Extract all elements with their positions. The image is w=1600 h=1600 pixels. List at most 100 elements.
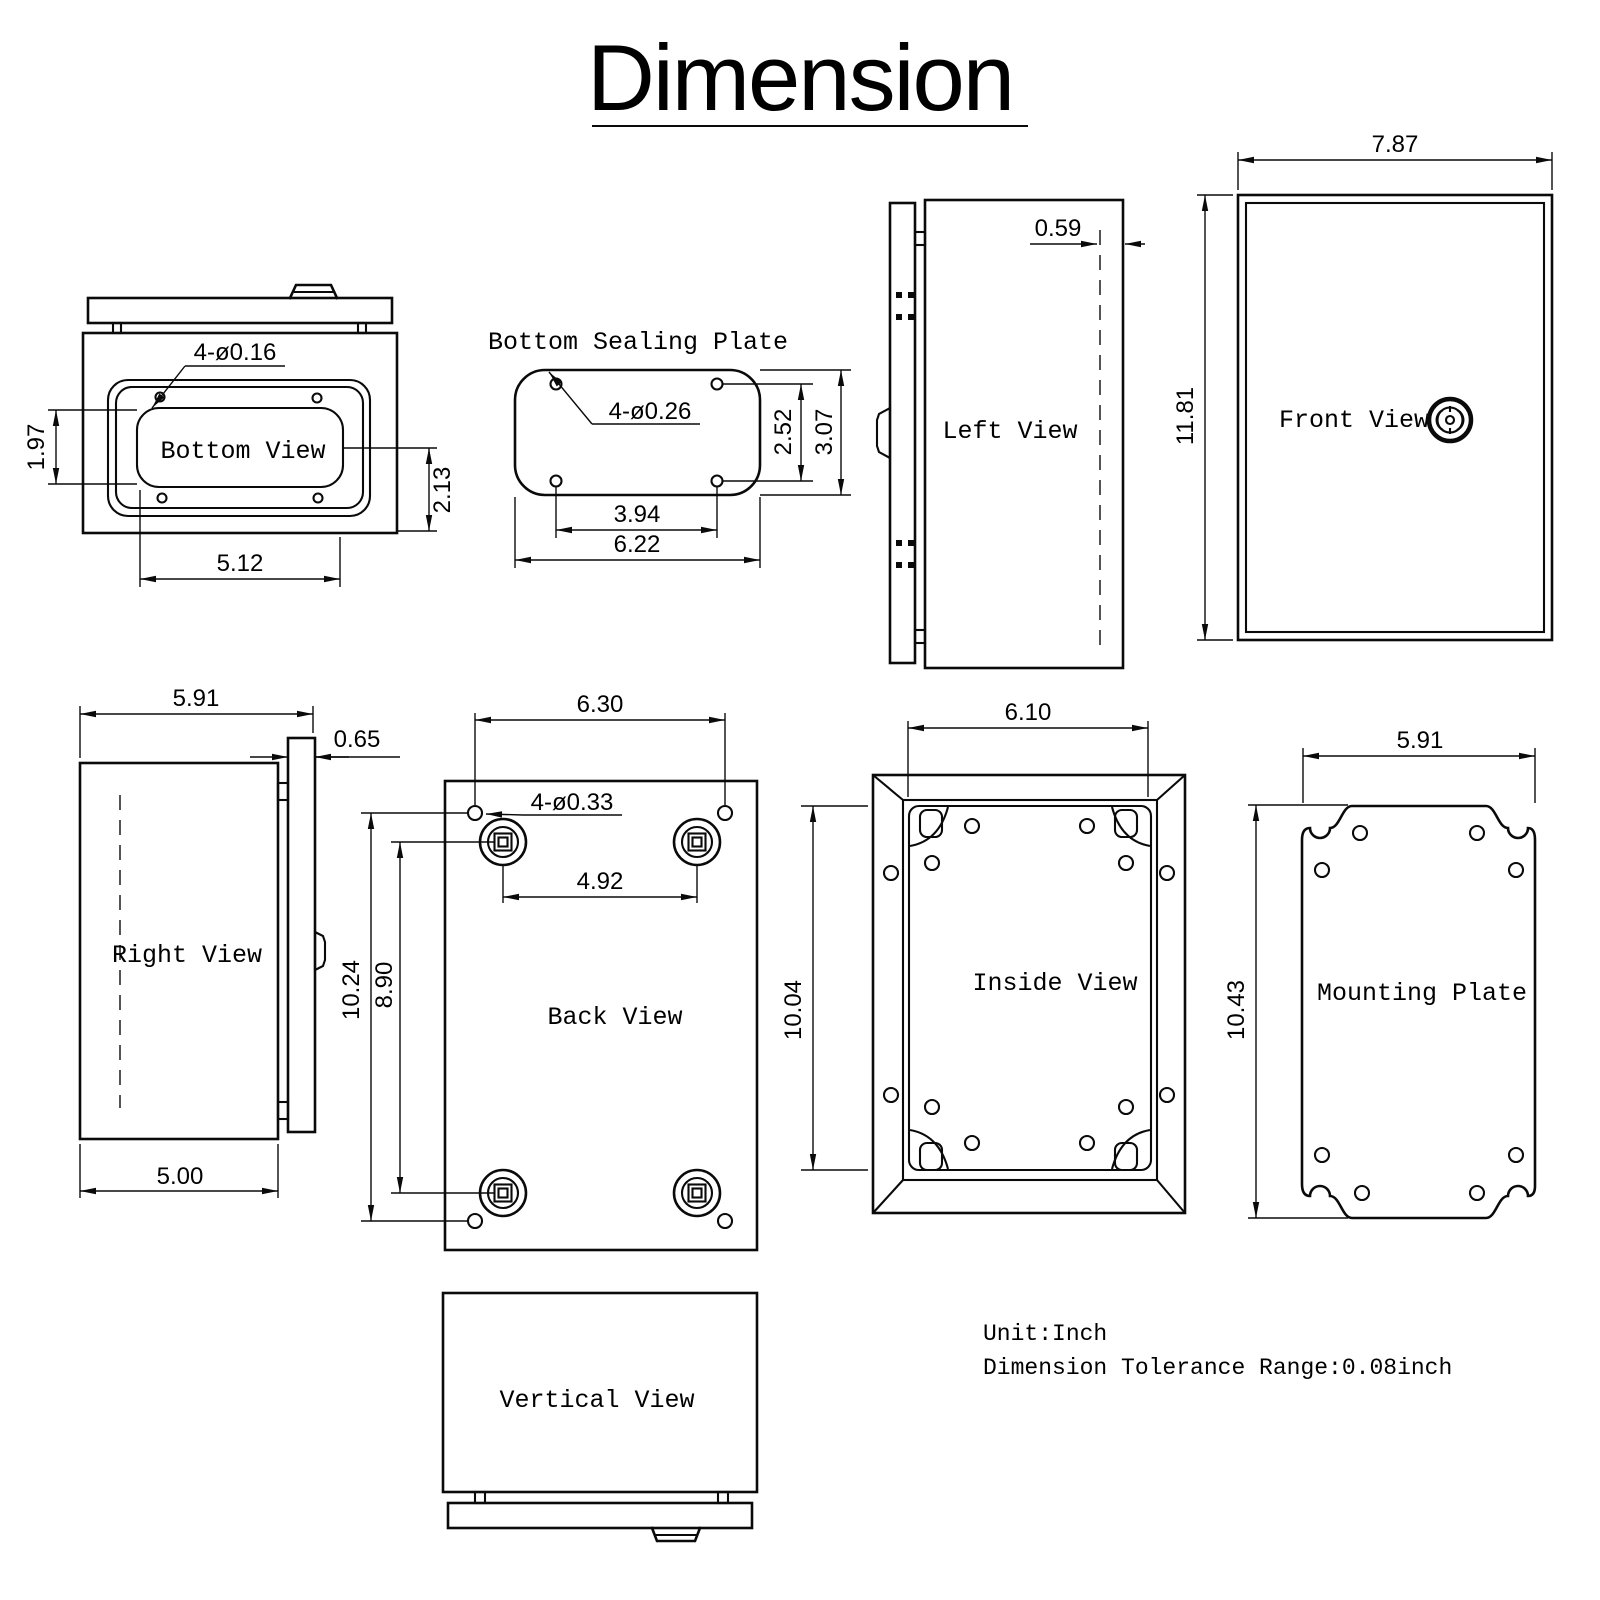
- mounting-plate-view: Mounting Plate 5.91 10.43: [1223, 727, 1537, 1220]
- left-view-label: Left View: [942, 417, 1077, 446]
- tab: [473, 1490, 487, 1505]
- sealing-plate-dimensions: 4-ø0.26 2.52 3.07 3.94 6.22: [514, 369, 851, 568]
- mounting-plate-label: Mounting Plate: [1317, 979, 1527, 1008]
- dim-hole-spacing-h: 3.94: [614, 501, 661, 528]
- inside-view-dimensions: 6.10 10.04: [780, 699, 1149, 1171]
- sealing-plate-outline: [513, 368, 762, 497]
- hole-callout: 4-ø0.26: [609, 398, 692, 425]
- tab: [913, 628, 927, 645]
- frame-bevel: [1156, 774, 1186, 801]
- dim-corner-offset: 2.13: [429, 467, 456, 514]
- dim-inner-width: 5.12: [217, 550, 264, 577]
- flange-plate: [446, 1501, 754, 1530]
- notes-block: Unit:Inch Dimension Tolerance Range:0.08…: [983, 1321, 1452, 1381]
- bottom-view-label: Bottom View: [160, 437, 325, 466]
- frame-bevel: [1156, 1179, 1186, 1214]
- dim-height: 10.04: [780, 980, 807, 1040]
- dim-hole-spacing-top: 6.30: [577, 691, 624, 718]
- plate-holes: [1313, 824, 1525, 1202]
- mounting-plate-edge: [888, 201, 917, 665]
- corner-fasteners: [909, 806, 1151, 1172]
- bottom-view-outline: [81, 283, 399, 535]
- tab: [913, 230, 927, 247]
- body-outline: [81, 331, 399, 535]
- mounting-plate-dimensions: 5.91 10.43: [1223, 727, 1536, 1219]
- frame-outer: [871, 773, 1187, 1215]
- front-view-dimensions: 7.87 11.81: [1172, 131, 1553, 641]
- body-outline: [78, 761, 280, 1141]
- door-inner-edge: [1244, 201, 1546, 634]
- unit-note: Unit:Inch: [983, 1321, 1107, 1347]
- screw-hole: [156, 492, 168, 504]
- tab: [716, 1490, 730, 1505]
- dim-hole-spacing-v: 2.52: [770, 409, 797, 456]
- corner-hole: [716, 804, 734, 822]
- dim-body-depth: 5.00: [157, 1163, 204, 1190]
- vent-dots: [896, 292, 914, 568]
- bottom-view-dimensions: 4-ø0.16 1.97 2.13 5.12: [23, 339, 456, 587]
- dim-width: 5.91: [1397, 727, 1444, 754]
- vertical-view-label: Vertical View: [499, 1386, 694, 1415]
- dim-boss-spacing: 4.92: [577, 868, 624, 895]
- tab: [111, 321, 123, 335]
- plate-hole: [710, 377, 724, 391]
- side-latch: [313, 930, 327, 972]
- plate-hole: [549, 474, 563, 488]
- right-view-dimensions: 5.91 0.65 5.00: [79, 685, 400, 1198]
- dim-width: 6.10: [1005, 699, 1052, 726]
- gland-bump: [650, 1526, 702, 1543]
- dim-height: 10.43: [1223, 980, 1250, 1040]
- frame-bevel: [872, 1179, 904, 1214]
- right-view: Right View 5.91 0.65 5.00: [78, 685, 400, 1198]
- corner-hole: [466, 804, 484, 822]
- mounting-plate-edge: [286, 736, 317, 1134]
- plate-hole: [710, 474, 724, 488]
- title-block: Dimension: [587, 25, 1028, 130]
- vertical-view: Vertical View: [441, 1291, 759, 1543]
- inner-floor: [907, 804, 1153, 1172]
- left-view-dimensions: 0.59: [1030, 215, 1145, 248]
- tab: [356, 321, 368, 335]
- frame-inner: [901, 798, 1159, 1182]
- back-view-label: Back View: [547, 1003, 682, 1032]
- page-title: Dimension: [587, 25, 1013, 130]
- front-view-label: Front View: [1279, 406, 1429, 435]
- body-outline: [443, 779, 759, 1252]
- back-view-dimensions: 4-ø0.33 6.30 4.92 10.24 8.90: [338, 691, 726, 1222]
- dim-inner-height: 1.97: [23, 424, 50, 471]
- bottom-sealing-plate-view: Bottom Sealing Plate 4-ø0.26 2.52 3.07 3…: [488, 328, 851, 568]
- lock-icon: [1426, 396, 1474, 444]
- dim-height: 3.07: [811, 409, 838, 456]
- flange-plate: [86, 296, 394, 325]
- frame-bevel: [872, 774, 904, 801]
- tab: [276, 1100, 290, 1121]
- inner-holes: [882, 817, 1176, 1152]
- left-view: Left View 0.59: [875, 198, 1145, 670]
- front-view: Front View 7.87 11.81: [1172, 131, 1554, 642]
- screw-hole: [312, 492, 324, 504]
- dim-width: 7.87: [1372, 131, 1419, 158]
- door-outline: [1236, 193, 1554, 642]
- dim-plate-thickness: 0.65: [334, 726, 381, 753]
- hole-callout: 4-ø0.16: [194, 339, 277, 366]
- dim-hole-spacing-v: 10.24: [338, 960, 365, 1020]
- gland-bump: [288, 283, 339, 300]
- mounting-plate-outline: [1300, 804, 1537, 1220]
- sealing-plate-title: Bottom Sealing Plate: [488, 328, 788, 357]
- inside-view: Inside View 6.10 10.04: [780, 699, 1187, 1215]
- corner-hole: [716, 1212, 734, 1230]
- dim-overall-depth: 5.91: [173, 685, 220, 712]
- body-outline: [923, 198, 1125, 670]
- screw-hole: [311, 392, 323, 404]
- tab: [276, 781, 290, 802]
- inside-view-label: Inside View: [972, 969, 1137, 998]
- tolerance-note: Dimension Tolerance Range:0.08inch: [983, 1355, 1452, 1381]
- side-latch: [875, 406, 892, 460]
- dim-width: 6.22: [614, 531, 661, 558]
- mounting-bosses: [478, 817, 722, 1218]
- right-view-label: Right View: [112, 941, 262, 970]
- back-view: Back View 4-ø0.33 6.30 4.92 10.24 8.90: [338, 691, 759, 1252]
- dim-height: 11.81: [1172, 387, 1199, 445]
